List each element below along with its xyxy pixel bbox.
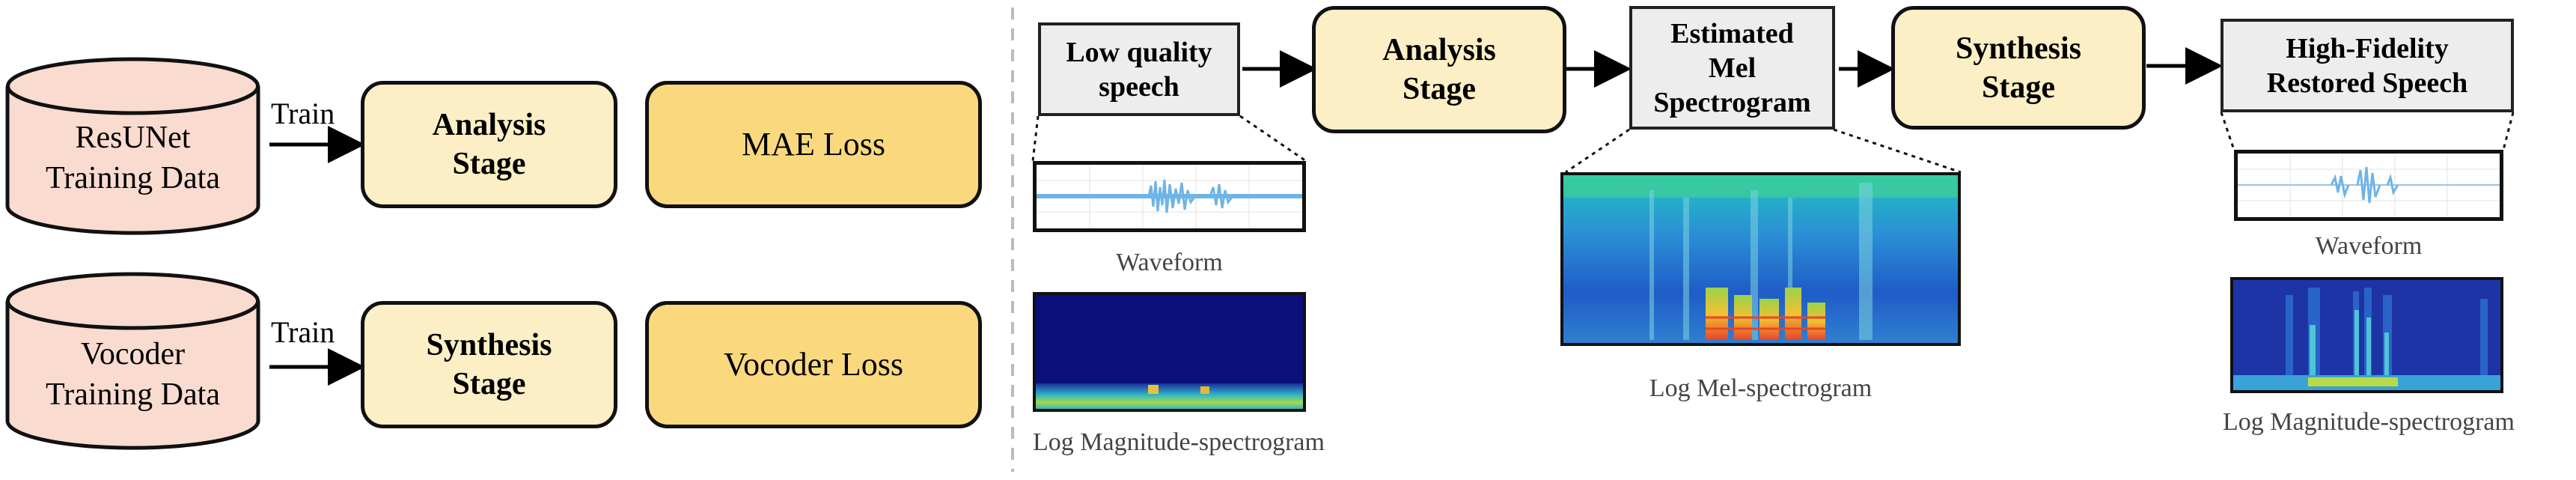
- vocoder-training-data-cylinder: Vocoder Training Data: [4, 271, 262, 451]
- waveform-graphic: [1037, 165, 1302, 228]
- output-waveform-plot: [2234, 150, 2503, 221]
- train-label: Train: [271, 97, 335, 130]
- input-line2: speech: [1099, 70, 1179, 103]
- input-line1: Low quality: [1066, 36, 1212, 68]
- cylinder-label-line2: Training Data: [46, 377, 220, 412]
- mel-line2: Mel: [1708, 52, 1756, 84]
- output-waveform-caption: Waveform: [2315, 232, 2423, 260]
- output-spectrogram-plot: [2230, 277, 2503, 393]
- database-icon: [5, 272, 260, 450]
- synthesis-line1: Synthesis: [1955, 31, 2082, 66]
- cylinder-label-line2: Training Data: [46, 161, 220, 195]
- resunet-training-data-cylinder: ResUNet Training Data: [4, 56, 262, 236]
- output-line2: Restored Speech: [2266, 67, 2468, 99]
- database-icon: [5, 57, 260, 235]
- stage-line2: Stage: [452, 147, 526, 181]
- analysis-line1: Analysis: [1382, 33, 1496, 67]
- loss-label: MAE Loss: [742, 126, 885, 162]
- loss-label: Vocoder Loss: [724, 346, 903, 383]
- cylinder-label-line1: Vocoder: [80, 337, 186, 371]
- output-spectrogram-caption: Log Magnitude-spectrogram: [2223, 408, 2515, 436]
- mel-spectrogram-graphic: [1563, 175, 1958, 343]
- mel-spectrogram-plot: [1560, 172, 1961, 346]
- input-waveform-plot: [1033, 161, 1306, 232]
- mel-line1: Estimated: [1670, 17, 1794, 49]
- mel-line3: Spectrogram: [1653, 86, 1811, 118]
- spectrogram-graphic: [1036, 295, 1303, 409]
- output-line1: High-Fidelity: [2286, 32, 2449, 64]
- cylinder-label-line1: ResUNet: [75, 121, 191, 155]
- vocoder-loss-box: Vocoder Loss: [645, 301, 982, 428]
- mae-loss-box: MAE Loss: [645, 81, 982, 208]
- input-waveform-caption: Waveform: [1116, 249, 1223, 276]
- spectrogram-graphic: [2233, 280, 2500, 390]
- analysis-line2: Stage: [1403, 72, 1476, 106]
- input-spectrogram-plot: [1033, 292, 1306, 412]
- stage-line1: Synthesis: [426, 328, 552, 362]
- mel-spectrogram-caption: Log Mel-spectrogram: [1649, 374, 1873, 402]
- stage-line1: Analysis: [432, 108, 546, 142]
- synthesis-line2: Stage: [1982, 70, 2055, 105]
- waveform-graphic: [2238, 154, 2500, 217]
- stage-line2: Stage: [452, 367, 526, 401]
- train-label: Train: [271, 315, 335, 349]
- input-spectrogram-caption: Log Magnitude-spectrogram: [1033, 428, 1325, 456]
